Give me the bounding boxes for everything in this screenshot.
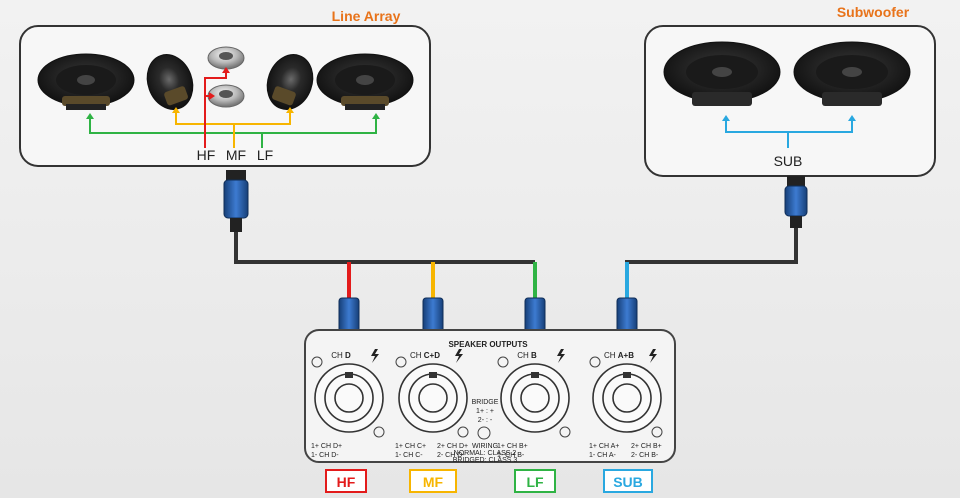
hf-driver-top	[207, 46, 245, 70]
mf-badge-label: MF	[423, 474, 444, 490]
ch-b-lightning-icon	[557, 349, 565, 363]
ch-b-label: CH B	[517, 351, 537, 360]
sub-badge	[603, 469, 653, 493]
ch-d-socket-core	[334, 383, 364, 413]
lf-woofer-right	[316, 53, 414, 110]
hf-badge	[325, 469, 367, 493]
ch-c-d-screw-top	[395, 356, 407, 368]
ch-b-screw-top	[497, 356, 509, 368]
hf-driver-bottom	[207, 84, 245, 108]
hf-wire	[204, 70, 227, 148]
ch-a-b-socket-core	[612, 383, 642, 413]
ch-d-screw-bottom	[373, 426, 385, 438]
sub-driver-right	[793, 41, 911, 106]
wiring-title: WIRING	[472, 443, 498, 450]
array-plug	[223, 170, 249, 232]
speaker-outputs-title: SPEAKER OUTPUTS	[448, 340, 528, 349]
sub-label: SUB	[774, 153, 803, 169]
amp-panel	[304, 329, 676, 463]
ch-a-b-wiring-1: 1+ CH A+	[589, 443, 619, 450]
hf-badge-label: HF	[337, 474, 356, 490]
ch-d-label: CH D	[331, 351, 351, 360]
ch-d-wiring-1: 1+ CH D+	[311, 443, 342, 450]
ch-c-d-screw-bottom	[457, 426, 469, 438]
ch-c-d-socket-key	[429, 372, 437, 378]
sub-wire-right	[788, 118, 853, 133]
ch-d-screw-top	[311, 356, 323, 368]
lf-wire-right	[262, 116, 377, 134]
subwoofer-title: Subwoofer	[837, 4, 910, 20]
ch-d-socket-key	[345, 372, 353, 378]
array-main-cable	[234, 230, 535, 264]
lf-badge	[514, 469, 556, 493]
ch-b-wiring-2: 1- CH B-	[497, 452, 525, 459]
ch-b-socket-core	[520, 383, 550, 413]
sub-driver-left	[663, 41, 781, 106]
sub-plug	[784, 176, 808, 228]
mf-badge	[409, 469, 457, 493]
ch-c-d-wiring-4: 2- CH D-	[437, 452, 465, 459]
sub-wire-left	[725, 118, 789, 148]
ch-d-lightning-icon	[371, 349, 379, 363]
ch-a-b-wiring-4: 2- CH B-	[631, 452, 659, 459]
ch-b-screw-bottom	[559, 426, 571, 438]
ch-a-b-screw-top	[589, 356, 601, 368]
ch-d-wiring-2: 1- CH D-	[311, 452, 339, 459]
lf-badge-label: LF	[526, 474, 544, 490]
lf-woofer-left	[37, 53, 135, 110]
ch-a-b-screw-bottom	[651, 426, 663, 438]
ch-c-d-wiring-1: 1+ CH C+	[395, 443, 426, 450]
mf-wire-right	[234, 110, 291, 125]
ch-c-d-socket-core	[418, 383, 448, 413]
ch-b-wiring-1: 1+ CH B+	[497, 443, 528, 450]
lf-wire-left	[89, 116, 263, 148]
mf-label: MF	[226, 147, 246, 163]
ch-a-b-lightning-icon	[649, 349, 657, 363]
wiring-normal: NORMAL: CLASS 2	[454, 450, 517, 457]
ch-a-b-label: CH A+B	[604, 351, 634, 360]
ch-c-d-label: CH C+D	[410, 351, 440, 360]
lf-label: LF	[257, 147, 273, 163]
line-array-title: Line Array	[332, 8, 401, 24]
wiring-bridged: BRIDGED: CLASS 3	[453, 457, 518, 464]
ch-c-d-wiring-2: 1- CH C-	[395, 452, 423, 459]
mf-driver-left	[146, 54, 194, 110]
hf-label: HF	[197, 147, 216, 163]
sub-main-cable	[625, 226, 798, 300]
ch-c-d-wiring-3: 2+ CH D+	[437, 443, 468, 450]
bridge-title: BRIDGE	[472, 399, 499, 406]
screw-center	[477, 426, 491, 440]
bridge-line-1: 1+ : +	[476, 408, 494, 415]
ch-a-b-wiring-3: 2+ CH B+	[631, 443, 662, 450]
bridge-line-2: 2- : -	[478, 417, 493, 424]
ch-a-b-socket-key	[623, 372, 631, 378]
ch-a-b-wiring-2: 1- CH A-	[589, 452, 617, 459]
ch-c-d-lightning-icon	[455, 349, 463, 363]
sub-badge-label: SUB	[613, 474, 643, 490]
mf-driver-right	[266, 54, 314, 110]
ch-b-socket-key	[531, 372, 539, 378]
